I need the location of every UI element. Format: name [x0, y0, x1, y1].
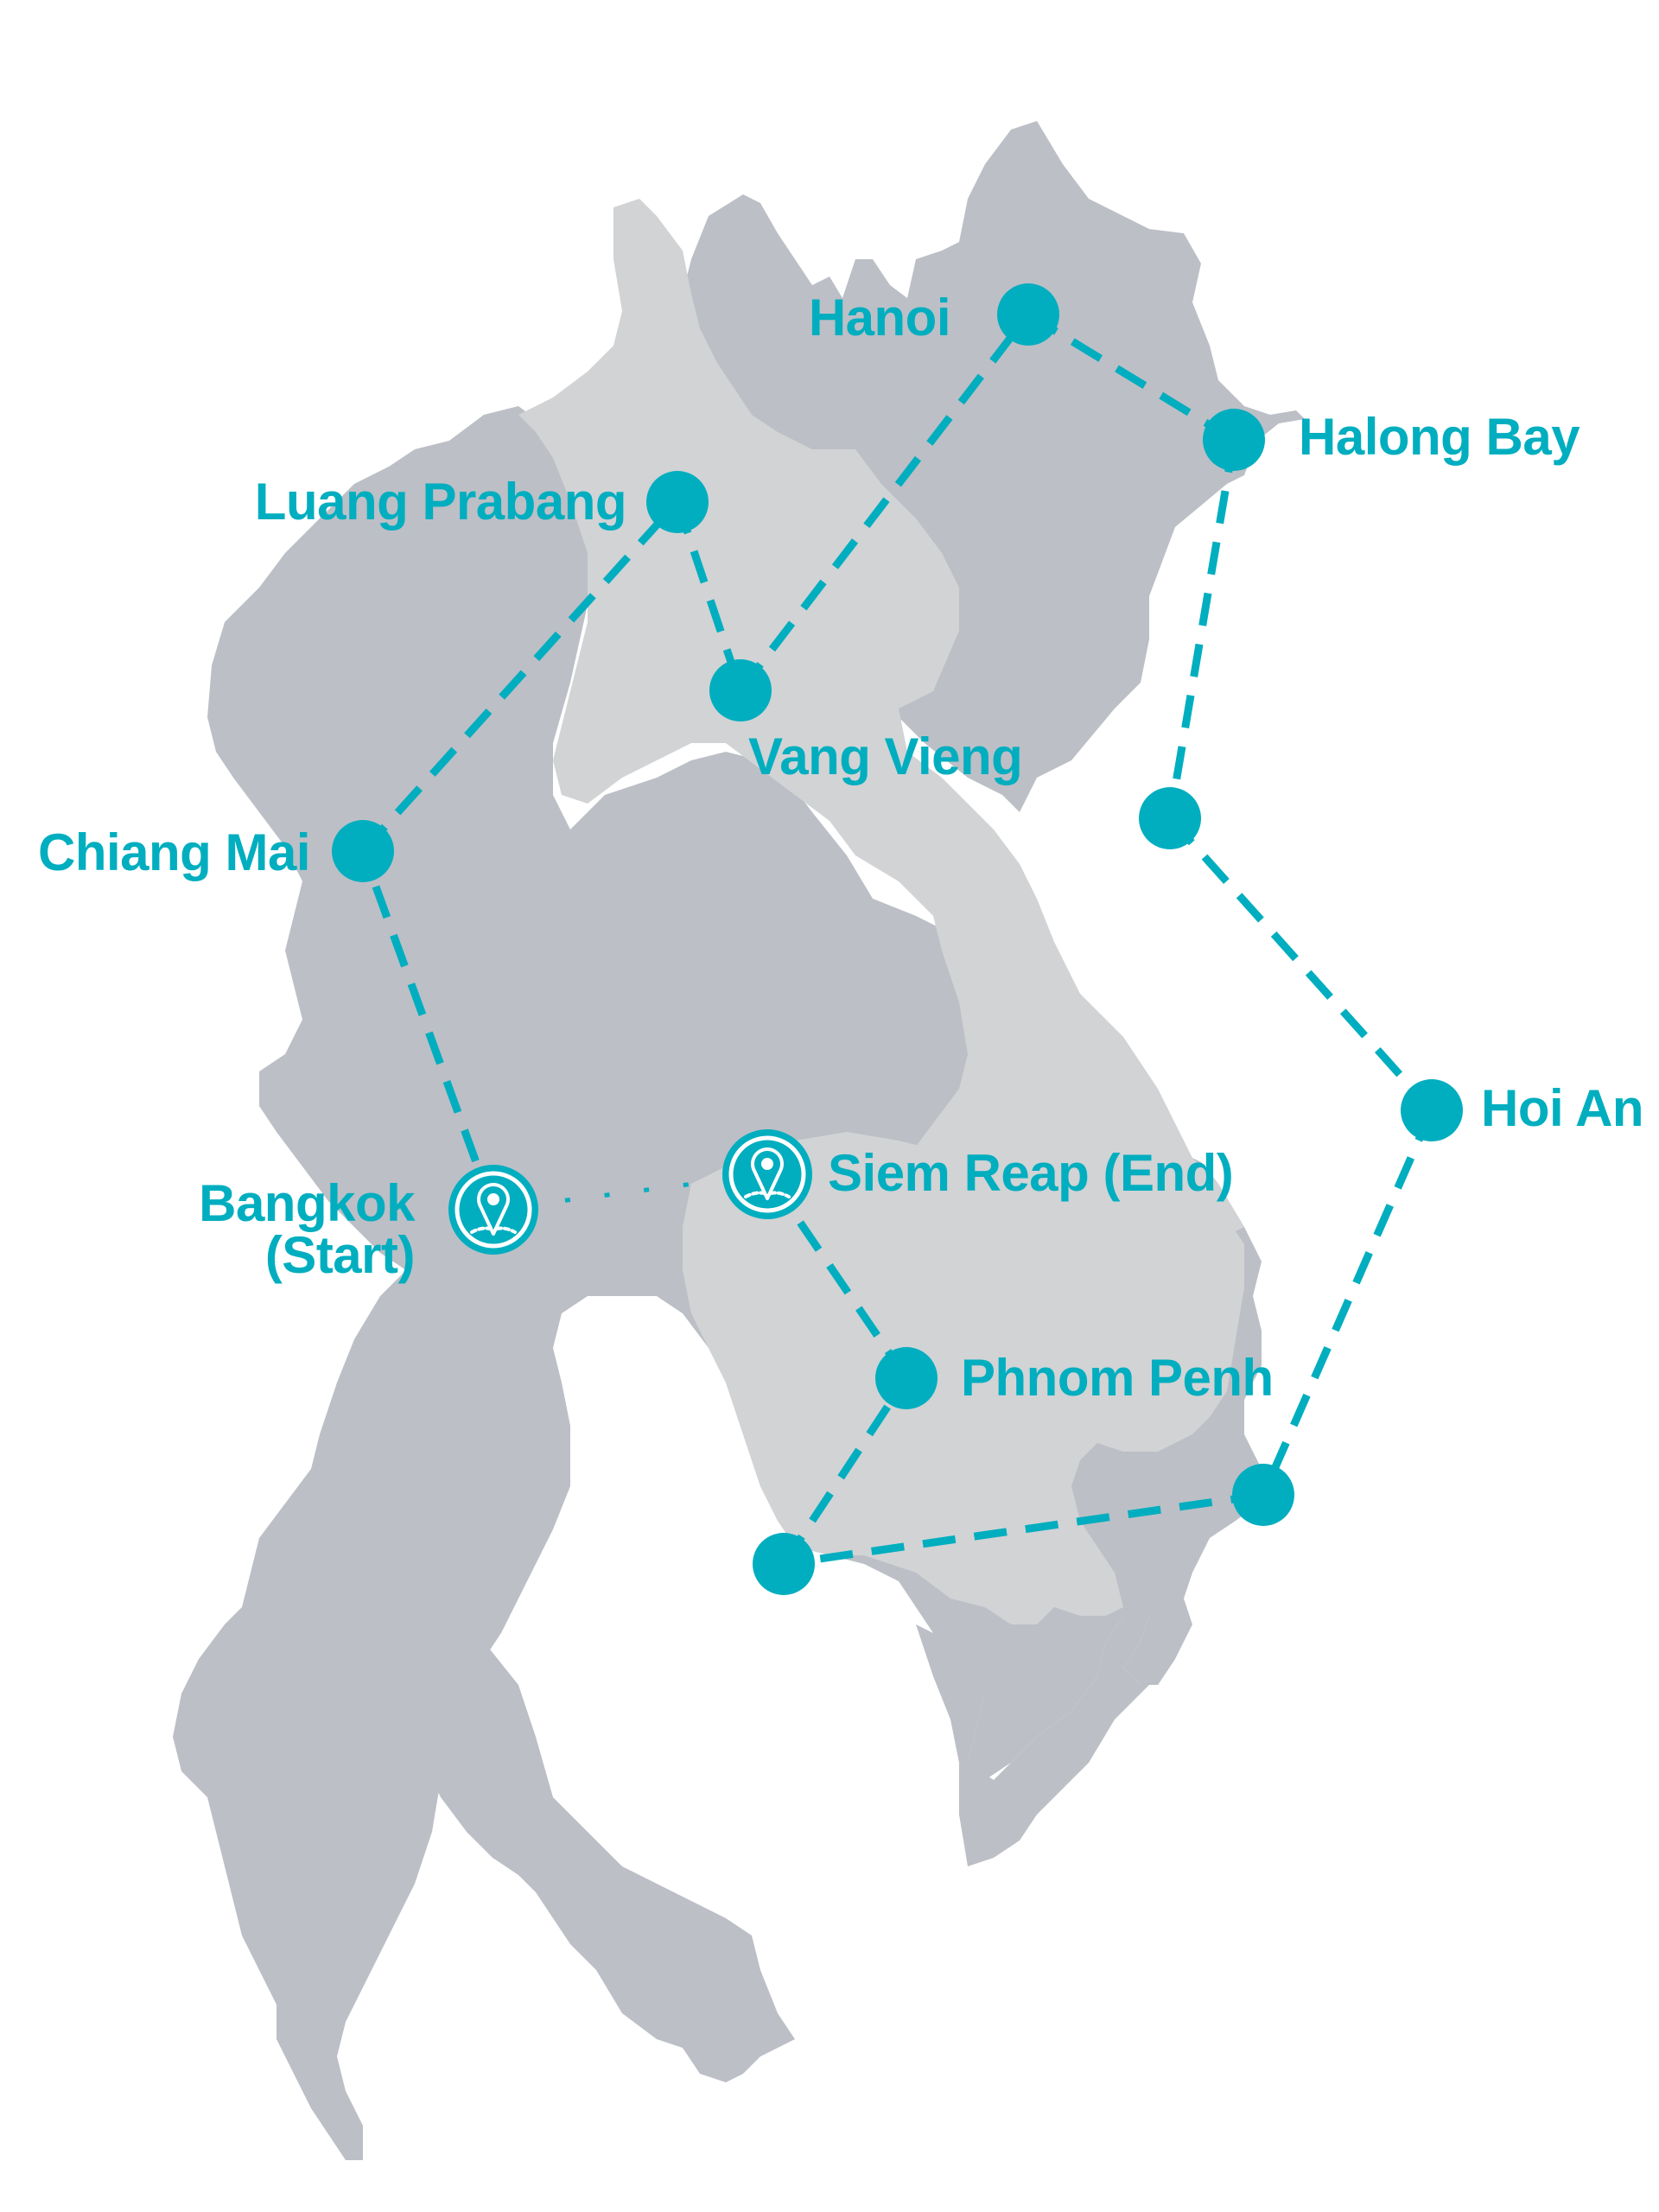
label-bangkok: Bangkok — [199, 1174, 415, 1232]
ho-chi-minh-dot-icon[interactable] — [1232, 1464, 1294, 1526]
kampot-dot-icon[interactable] — [753, 1533, 815, 1595]
label-halong-bay: Halong Bay — [1299, 408, 1580, 466]
hanoi-dot-icon[interactable] — [997, 283, 1059, 346]
luang-prabang-dot-icon[interactable] — [646, 471, 709, 533]
vang-vieng-dot-icon[interactable] — [709, 659, 772, 721]
label-siem-reap: Siem Reap (End) — [828, 1144, 1234, 1202]
label-vang-vieng: Vang Vieng — [748, 728, 1023, 785]
label-hoi-an: Hoi An — [1481, 1079, 1644, 1137]
label-chiang-mai: Chiang Mai — [37, 823, 311, 881]
bangkok-map-pin-icon[interactable] — [448, 1165, 538, 1255]
label-bangkok-start: (Start) — [264, 1226, 416, 1284]
phnom-penh-dot-icon[interactable] — [875, 1347, 938, 1409]
label-luang-prabang: Luang Prabang — [254, 473, 627, 531]
route-lines — [359, 311, 1436, 1568]
hoi-an-dot-icon[interactable] — [1401, 1079, 1463, 1141]
hue-dot-icon[interactable] — [1139, 787, 1201, 849]
halong-bay-dot-icon[interactable] — [1203, 409, 1265, 471]
siem-reap-map-pin-icon[interactable] — [722, 1129, 812, 1219]
label-hanoi: Hanoi — [808, 289, 951, 346]
label-phnom-penh: Phnom Penh — [961, 1349, 1274, 1407]
stop-dots — [332, 283, 1463, 1595]
chiang-mai-dot-icon[interactable] — [332, 820, 394, 882]
